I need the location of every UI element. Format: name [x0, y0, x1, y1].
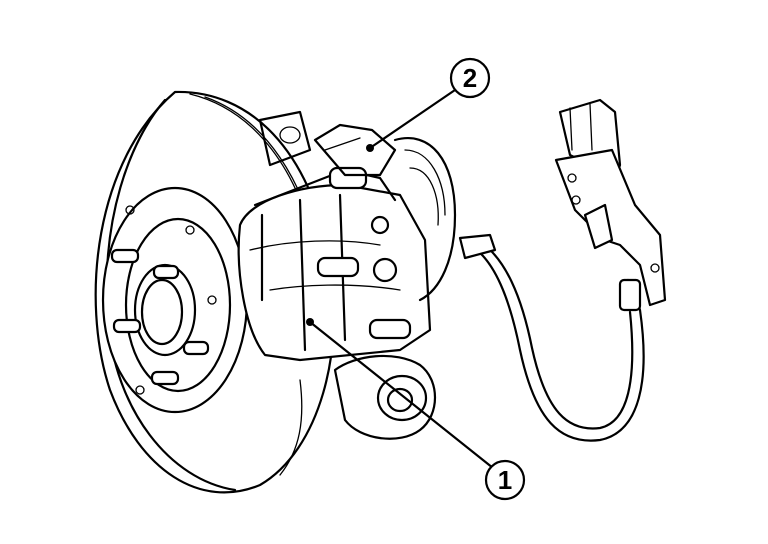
- callout-circle: [484, 459, 526, 501]
- leader-line-2: [368, 88, 457, 150]
- lug-stud: [152, 264, 180, 280]
- brake-caliper: [237, 123, 432, 362]
- sensor-harness: [458, 233, 645, 442]
- harness-connector: [554, 98, 667, 312]
- callout-leaders: [306, 88, 495, 470]
- dust-shield: [393, 137, 457, 302]
- leader-line-1: [308, 320, 495, 470]
- wheel-hub: [101, 186, 249, 414]
- lug-stud: [110, 248, 140, 264]
- lug-studs: [110, 205, 217, 395]
- callout-number: 2: [463, 63, 477, 93]
- callout-circle: [449, 57, 491, 99]
- lug-stud: [112, 318, 142, 334]
- leader-dot-1: [306, 318, 314, 326]
- steering-knuckle: [258, 110, 437, 440]
- leader-dot-2: [366, 144, 374, 152]
- callout-number: 1: [498, 465, 512, 495]
- lug-stud: [150, 370, 180, 386]
- lug-stud: [182, 340, 210, 356]
- callout-2: 2: [449, 57, 491, 99]
- callout-1: 1: [484, 459, 526, 501]
